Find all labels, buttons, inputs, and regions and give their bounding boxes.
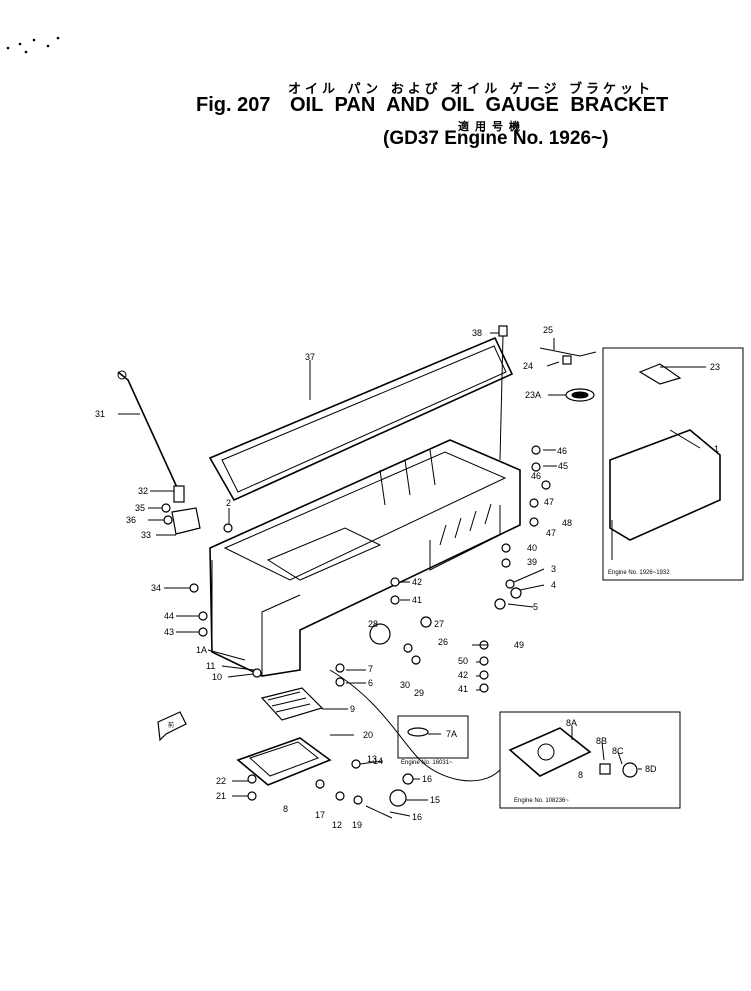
label-42-lower: 42 bbox=[458, 670, 468, 680]
label-42-upper: 42 bbox=[412, 577, 422, 587]
label-15: 15 bbox=[430, 795, 440, 805]
label-5: 5 bbox=[533, 602, 538, 612]
filler-cap bbox=[565, 388, 595, 402]
label-31: 31 bbox=[95, 409, 105, 419]
label-8B: 8B bbox=[596, 736, 607, 746]
label-8D: 8D bbox=[645, 764, 657, 774]
inset-bottom-right-label: Engine No. 108236~ bbox=[514, 798, 569, 804]
applicability-text: GD37 Engine No. 1926~ bbox=[389, 128, 603, 149]
oil-strainer bbox=[260, 687, 324, 721]
label-33: 33 bbox=[141, 530, 151, 540]
oil-pan-body bbox=[209, 439, 521, 677]
inset-bottom-right: Engine No. 108236~ bbox=[499, 711, 681, 809]
applicability-close-paren: ) bbox=[602, 128, 609, 149]
label-7: 7 bbox=[368, 664, 373, 674]
label-12: 12 bbox=[332, 820, 342, 830]
fasteners bbox=[161, 445, 551, 819]
label-13: 13 bbox=[367, 754, 377, 764]
label-50: 50 bbox=[458, 656, 468, 666]
figure-number: Fig. 207 bbox=[196, 94, 271, 116]
label-16-lower: 16 bbox=[412, 812, 422, 822]
inset-middle-label: Engine No. 16031~ bbox=[401, 760, 453, 766]
label-30: 30 bbox=[400, 680, 410, 690]
label-8A: 8A bbox=[566, 718, 577, 728]
inset-top-right-label: Engine No. 1926~1932 bbox=[608, 570, 670, 576]
label-23A: 23A bbox=[525, 390, 541, 400]
label-36: 36 bbox=[126, 515, 136, 525]
oil-pipe bbox=[329, 669, 501, 782]
label-25: 25 bbox=[543, 325, 553, 335]
label-1A: 1A bbox=[196, 645, 207, 655]
label-40: 40 bbox=[527, 543, 537, 553]
label-29: 29 bbox=[414, 688, 424, 698]
label-46-lower: 46 bbox=[531, 471, 541, 481]
applicability-open-paren: ( bbox=[383, 128, 390, 149]
label-26: 26 bbox=[438, 637, 448, 647]
label-8-right: 8 bbox=[578, 770, 583, 780]
label-46-upper: 46 bbox=[557, 446, 567, 456]
japanese-title: オイル パン および オイル ゲージ ブラケット bbox=[288, 82, 655, 97]
label-39: 39 bbox=[527, 557, 537, 567]
scan-noise bbox=[6, 36, 60, 54]
part-number-labels: 37 38 25 24 23A 23 1 31 32 35 36 33 2 34… bbox=[95, 325, 720, 830]
label-37: 37 bbox=[305, 352, 315, 362]
sensor-24 bbox=[539, 347, 597, 365]
label-43: 43 bbox=[164, 627, 174, 637]
label-44: 44 bbox=[164, 611, 174, 621]
label-8: 8 bbox=[283, 804, 288, 814]
label-6: 6 bbox=[368, 678, 373, 688]
label-48: 48 bbox=[562, 518, 572, 528]
strainer-cover bbox=[236, 737, 332, 786]
label-41-lower: 41 bbox=[458, 684, 468, 694]
label-47-upper: 47 bbox=[544, 497, 554, 507]
title-block: オイル パン および オイル ゲージ ブラケット Fig. 207 OIL PA… bbox=[0, 0, 751, 170]
label-20: 20 bbox=[363, 730, 373, 740]
label-14: 14 bbox=[373, 756, 383, 766]
label-1: 1 bbox=[714, 444, 719, 454]
bolt-38 bbox=[498, 325, 508, 461]
label-3: 3 bbox=[551, 564, 556, 574]
label-19: 19 bbox=[352, 820, 362, 830]
label-16-upper: 16 bbox=[422, 774, 432, 784]
label-7A: 7A bbox=[446, 729, 457, 739]
front-arrow-icon: 前 bbox=[157, 711, 187, 742]
label-41-upper: 41 bbox=[412, 595, 422, 605]
figure-title: OIL PAN AND OIL GAUGE BRACKET bbox=[290, 94, 669, 116]
label-45: 45 bbox=[558, 461, 568, 471]
oil-pan-gasket bbox=[208, 336, 514, 502]
label-38: 38 bbox=[472, 328, 482, 338]
label-32: 32 bbox=[138, 486, 148, 496]
label-49: 49 bbox=[514, 640, 524, 650]
label-8C: 8C bbox=[612, 746, 624, 756]
label-9: 9 bbox=[350, 704, 355, 714]
label-11: 11 bbox=[206, 661, 215, 671]
svg-text:前: 前 bbox=[168, 721, 174, 729]
label-27: 27 bbox=[434, 619, 444, 629]
label-22: 22 bbox=[216, 776, 226, 786]
label-23: 23 bbox=[710, 362, 720, 372]
label-10: 10 bbox=[212, 672, 222, 682]
label-2: 2 bbox=[226, 498, 231, 508]
label-28: 28 bbox=[368, 619, 378, 629]
label-21: 21 bbox=[216, 791, 226, 801]
japanese-applicability: 適用号機 bbox=[458, 120, 526, 133]
inset-middle: Engine No. 16031~ bbox=[397, 715, 469, 766]
label-47-lower: 47 bbox=[546, 528, 556, 538]
oil-gauge-dipstick bbox=[117, 370, 201, 535]
label-17: 17 bbox=[315, 810, 325, 820]
applicability-line: (GD37 Engine No. 1926~) bbox=[383, 128, 608, 150]
label-4: 4 bbox=[551, 580, 556, 590]
label-35: 35 bbox=[135, 503, 145, 513]
inset-top-right: Engine No. 1926~1932 bbox=[602, 347, 744, 581]
label-24: 24 bbox=[523, 361, 533, 371]
label-34: 34 bbox=[151, 583, 161, 593]
leader-lines bbox=[118, 332, 706, 817]
